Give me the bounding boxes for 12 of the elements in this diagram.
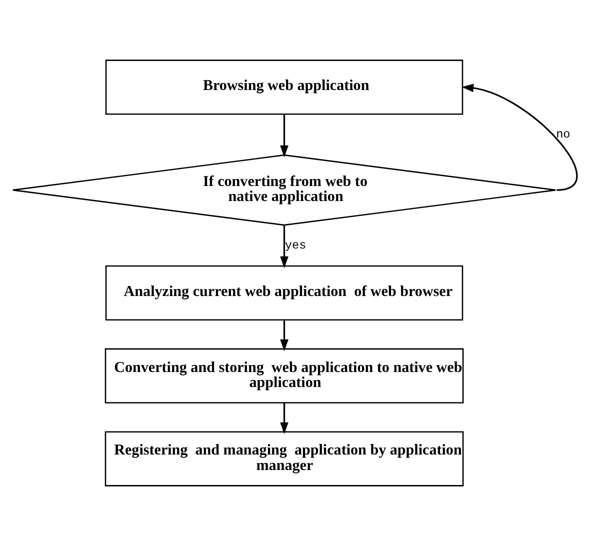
node-box: Registering and managing application by application manager <box>104 430 464 486</box>
node-box: Browsing web application <box>105 59 464 114</box>
arrow <box>280 224 288 268</box>
arrow <box>280 402 288 434</box>
arrow <box>280 320 288 351</box>
node-diamond: If converting from web to native application <box>12 154 556 226</box>
edge-label: yes <box>284 238 306 252</box>
arrow <box>462 83 578 190</box>
edge-label: no <box>556 127 570 142</box>
node-box: Converting and storing web application to native web application <box>104 348 464 403</box>
arrow <box>280 114 288 157</box>
node-box: Analyzing current web application of web browser <box>105 264 464 320</box>
